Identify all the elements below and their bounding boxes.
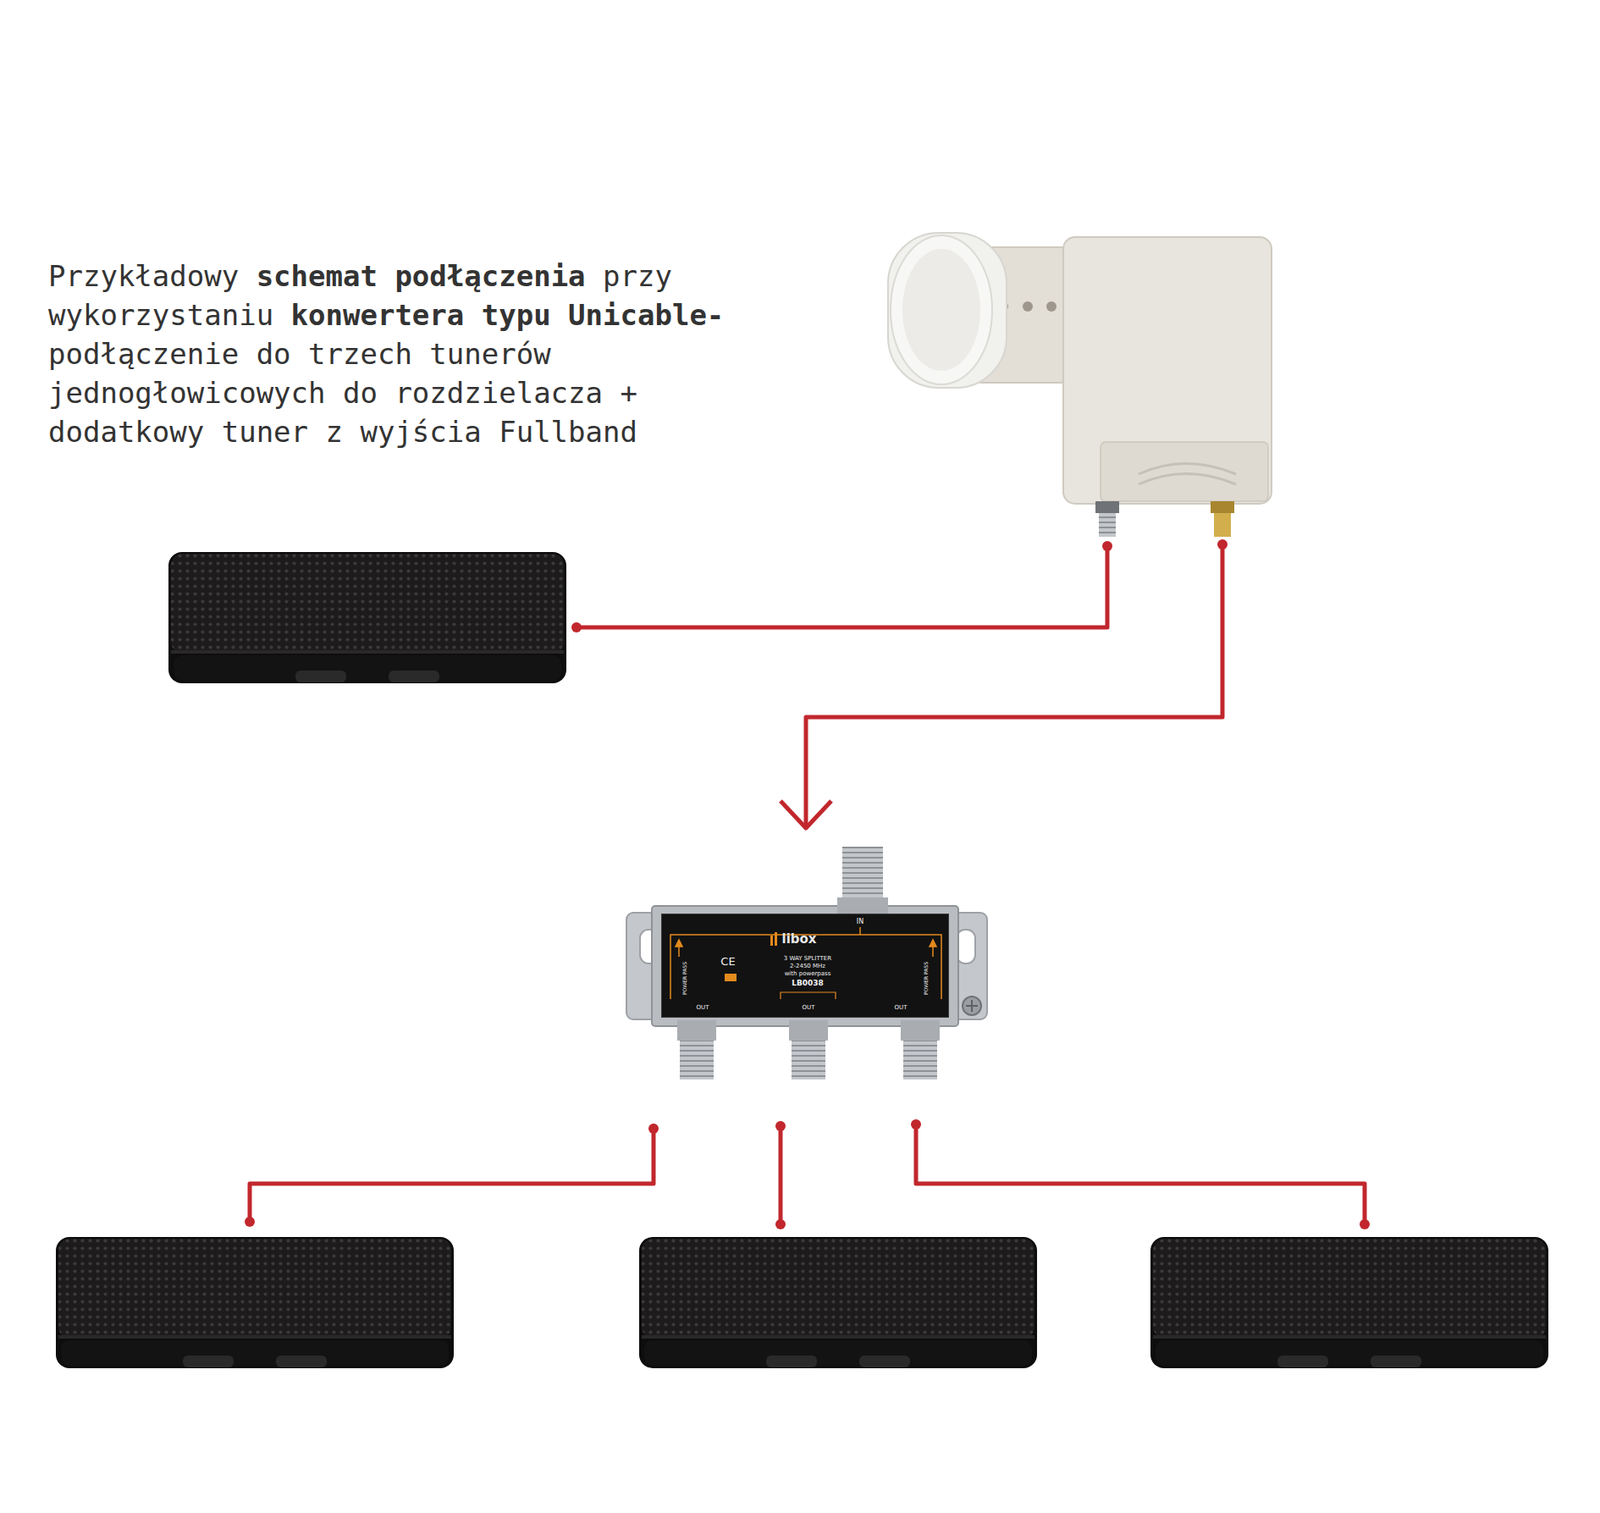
lnb-converter xyxy=(888,232,1272,537)
model-number: LB0038 xyxy=(791,979,824,988)
brand-logo: libox xyxy=(781,932,817,947)
frequency-range: 2-2450 MHz xyxy=(789,963,826,971)
feature-note: with powerpass xyxy=(784,971,832,978)
splitter-body xyxy=(626,846,988,1080)
plate-trace xyxy=(780,992,836,999)
power-pass-label: POWER PASS xyxy=(923,961,930,995)
port-label: OUT xyxy=(894,1004,908,1012)
receiver xyxy=(55,1236,454,1369)
port-label: OUT xyxy=(802,1004,816,1012)
receiver xyxy=(639,1236,1038,1369)
port-label: OUT xyxy=(696,1004,710,1012)
power-pass-label: POWER PASS xyxy=(682,961,689,995)
plate-trace xyxy=(859,926,861,935)
port-label: IN xyxy=(856,918,864,927)
ce-mark: CE xyxy=(720,955,735,968)
plate-trace xyxy=(774,932,778,946)
plate-trace xyxy=(929,939,937,957)
plate-trace xyxy=(770,935,773,946)
plate-trace xyxy=(675,939,683,957)
receiver xyxy=(168,551,567,684)
receiver xyxy=(1150,1236,1549,1369)
heading-text: Przykładowy schemat podłączenia przy wyk… xyxy=(48,256,768,452)
plate-trace xyxy=(724,973,737,982)
product-name: 3 WAY SPLITTER xyxy=(783,955,832,963)
splitter-plate: IN liboxCE 3 WAY SPLITTER2-2450 MHzwith po… xyxy=(661,913,949,1018)
